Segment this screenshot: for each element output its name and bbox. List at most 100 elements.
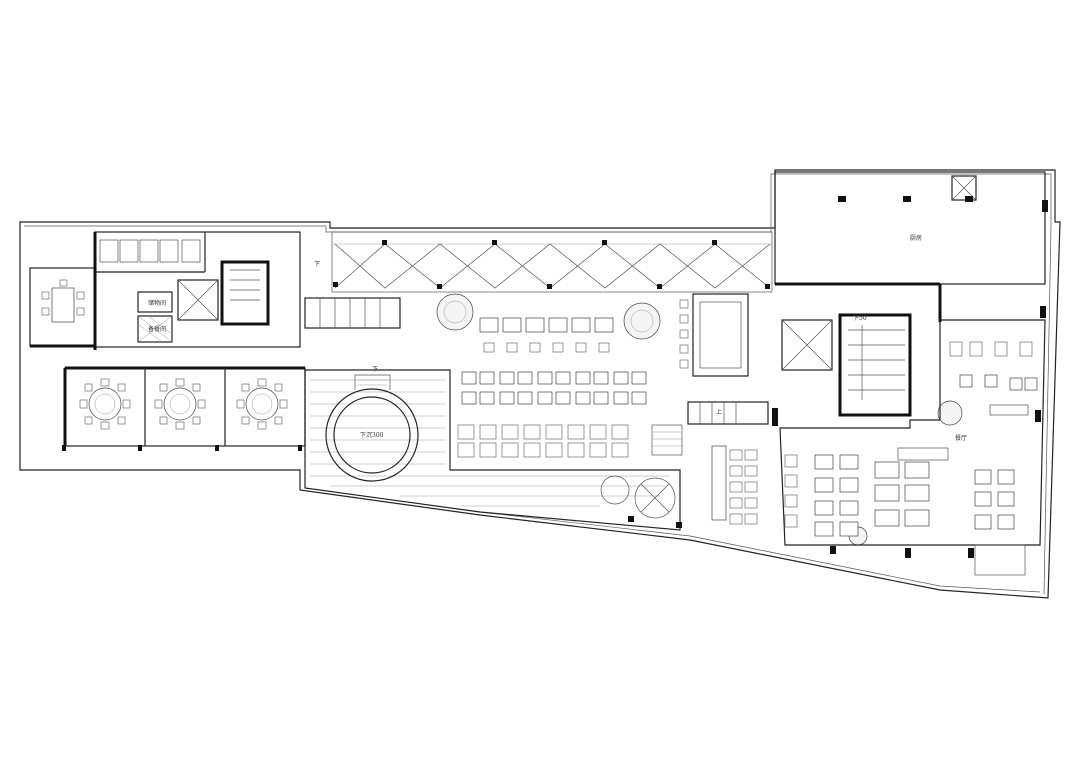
chair [457, 442, 475, 458]
chair [479, 424, 497, 440]
dining-table [839, 521, 859, 537]
chair [567, 424, 585, 440]
dining-table [575, 371, 591, 385]
chair [501, 442, 519, 458]
chair [598, 342, 610, 353]
dining-table [997, 491, 1015, 507]
chair [545, 424, 563, 440]
dining-table [631, 371, 647, 385]
chair [575, 342, 587, 353]
chair [784, 474, 798, 488]
dining-table [984, 374, 998, 388]
chair [523, 424, 541, 440]
dining-table [593, 371, 609, 385]
chair [457, 424, 475, 440]
dining-table [571, 317, 591, 333]
chair [969, 341, 983, 357]
dining-table [631, 391, 647, 405]
dining-table [997, 514, 1015, 530]
dining-table [461, 371, 477, 385]
chair [729, 481, 743, 493]
dining-table [959, 374, 973, 388]
chair [479, 442, 497, 458]
chair [784, 454, 798, 468]
dining-table [479, 317, 499, 333]
dining-table [814, 500, 834, 516]
dining-table [904, 509, 930, 527]
dining-table [555, 371, 571, 385]
chair [1019, 341, 1033, 357]
dining-table [974, 469, 992, 485]
chair [483, 342, 495, 353]
chair [744, 465, 758, 477]
stair-core: 下50 [772, 313, 912, 426]
chair [729, 497, 743, 509]
dining-table [525, 317, 545, 333]
dining-table [814, 477, 834, 493]
stair-up-label: 上 [716, 408, 722, 416]
dining-table [814, 454, 834, 470]
side-counter [989, 404, 1029, 416]
dining-table [904, 484, 930, 502]
dining-table [1024, 377, 1038, 391]
dining-table [499, 371, 515, 385]
dining-table [839, 477, 859, 493]
chair [611, 424, 629, 440]
dining-hall: 餐厅 [779, 319, 1046, 576]
pantry-room-label: 备餐间 [148, 325, 166, 333]
dining-table [517, 391, 533, 405]
dining-table [613, 391, 629, 405]
chair [994, 341, 1008, 357]
dining-table [874, 461, 900, 479]
chair [567, 442, 585, 458]
chair [744, 481, 758, 493]
sunken-stage-label: 下沉300 [360, 431, 384, 439]
dining-table [904, 461, 930, 479]
dining-hall-label: 餐厅 [955, 434, 967, 442]
dining-table [839, 500, 859, 516]
chair [744, 497, 758, 509]
dining-table [974, 514, 992, 530]
kitchen: 厨房 [774, 171, 1048, 322]
dining-table [974, 491, 992, 507]
chair [589, 442, 607, 458]
chair [589, 424, 607, 440]
dining-table [499, 391, 515, 405]
bar-counter [679, 293, 749, 377]
dining-table [839, 454, 859, 470]
dining-table [479, 371, 495, 385]
dining-table [537, 371, 553, 385]
dining-table [537, 391, 553, 405]
kitchen-label: 厨房 [910, 234, 922, 242]
dining-table [613, 371, 629, 385]
dining-table [502, 317, 522, 333]
dining-table [594, 317, 614, 333]
chair [744, 449, 758, 461]
chair [545, 442, 563, 458]
dining-hall-tables [711, 341, 1038, 537]
round-tables [79, 378, 288, 430]
chair [784, 494, 798, 508]
storage-room-label: 储物间 [148, 299, 166, 307]
chair [501, 424, 519, 440]
chair [529, 342, 541, 353]
chair [784, 514, 798, 528]
dining-table [548, 317, 568, 333]
dining-table [997, 469, 1015, 485]
dining-table [555, 391, 571, 405]
dining-table [814, 521, 834, 537]
stair-up: 上 [651, 401, 769, 456]
dining-table [874, 484, 900, 502]
dining-table [479, 391, 495, 405]
dining-table [517, 371, 533, 385]
chair [729, 513, 743, 525]
left-wing: 储物间 备餐间 [29, 231, 306, 451]
chair [552, 342, 564, 353]
dining-table [593, 391, 609, 405]
dining-table [1009, 377, 1023, 391]
dining-table [461, 391, 477, 405]
chair [949, 341, 963, 357]
stair-down-50-label: 下50 [853, 315, 867, 322]
chair [729, 449, 743, 461]
chair [523, 442, 541, 458]
